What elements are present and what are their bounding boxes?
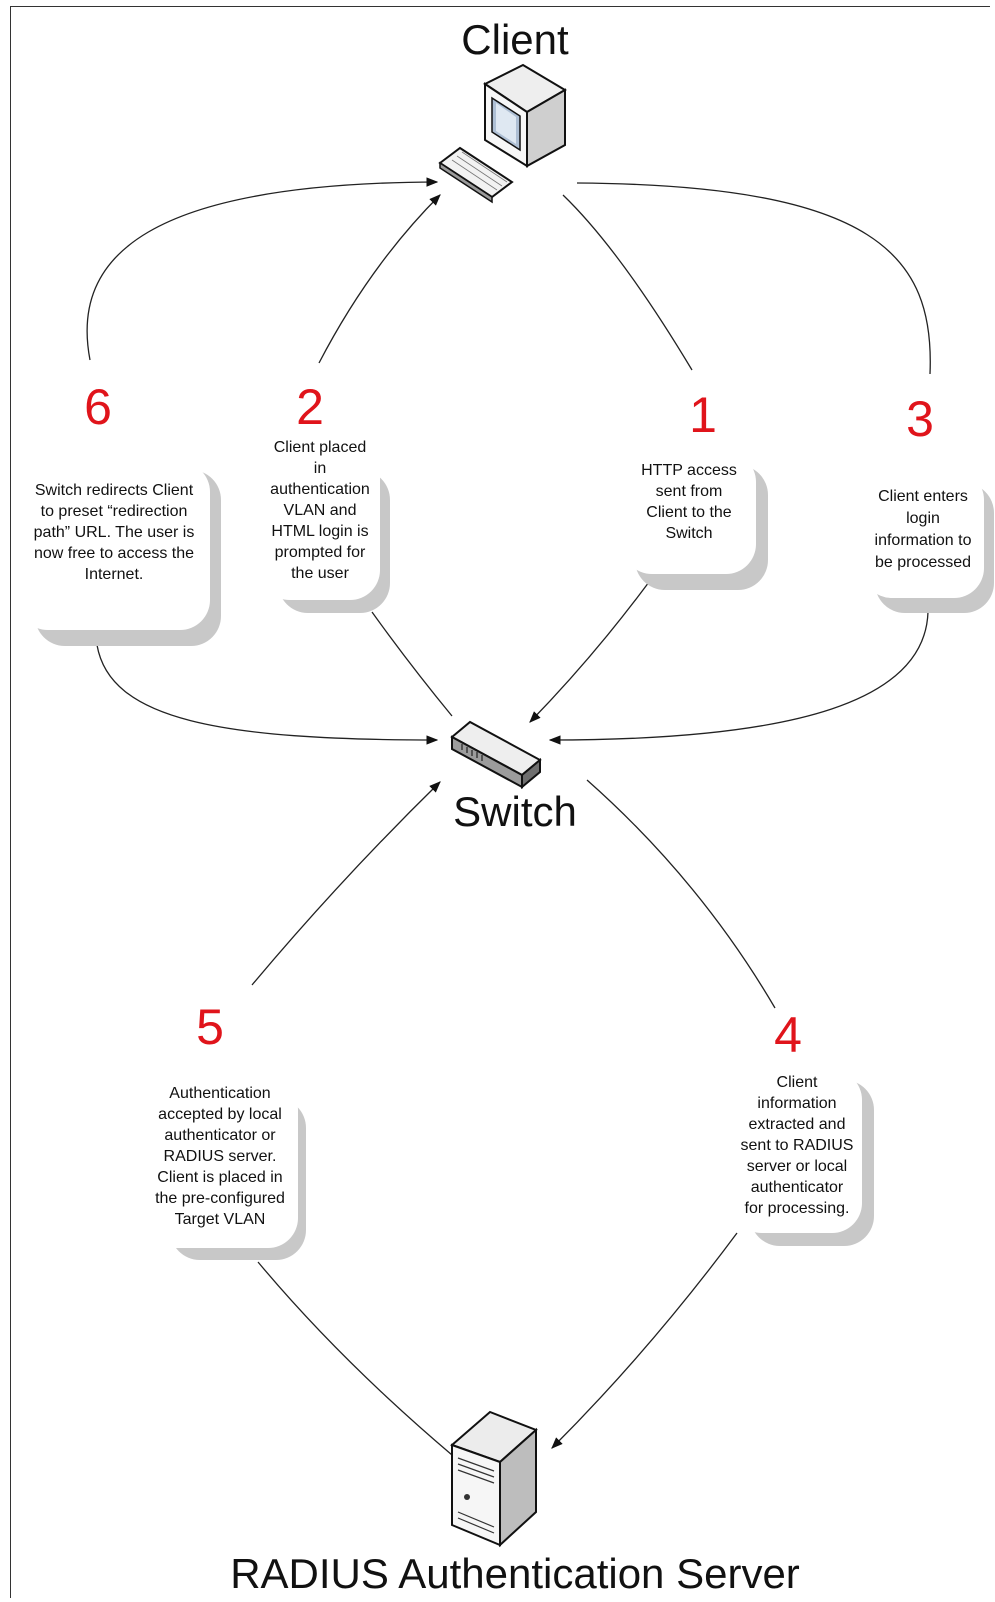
desktop-computer-icon [438, 63, 567, 204]
arrow-step3-to-switch [548, 611, 929, 745]
arrow-step1-to-switch [529, 566, 661, 723]
step-2-text: Client placed in authentication VLAN and… [270, 439, 370, 582]
connector-step2-to-switch [371, 611, 453, 717]
step-4-number: 4 [774, 1007, 802, 1063]
step-1-number: 1 [689, 387, 717, 443]
connector-step4-to-switch [586, 779, 776, 1009]
radius-server-label: RADIUS Authentication Server [230, 1550, 800, 1597]
client-label: Client [461, 16, 569, 63]
step-3-number: 3 [906, 391, 934, 447]
connector-step5-to-server [257, 1261, 453, 1456]
arrow-step2-to-client [318, 194, 441, 364]
step-2-number: 2 [296, 379, 324, 435]
step-1-text: HTTP access sent from Client to the Swit… [641, 462, 737, 542]
server-tower-icon [450, 1410, 538, 1548]
network-switch-icon [450, 720, 542, 790]
arrow-step6-to-client [86, 177, 439, 361]
step-5-number: 5 [196, 999, 224, 1055]
diagram-frame [10, 6, 990, 1598]
arrow-step6-to-switch [96, 644, 439, 745]
step-6-number: 6 [84, 379, 112, 435]
step-3-text: Client enters login information to be pr… [874, 488, 972, 571]
connector-step1-to-client [562, 194, 693, 371]
switch-label: Switch [453, 788, 577, 835]
step-4-text: Client information extracted and sent to… [740, 1074, 854, 1217]
connector-step3-to-client [576, 182, 931, 375]
step-6-text: Switch redirects Client to preset “redir… [33, 482, 195, 583]
arrow-step4-to-server [551, 1232, 738, 1449]
step-5-text: Authentication accepted by local authent… [155, 1085, 285, 1228]
arrow-step5-to-switch [251, 781, 441, 986]
